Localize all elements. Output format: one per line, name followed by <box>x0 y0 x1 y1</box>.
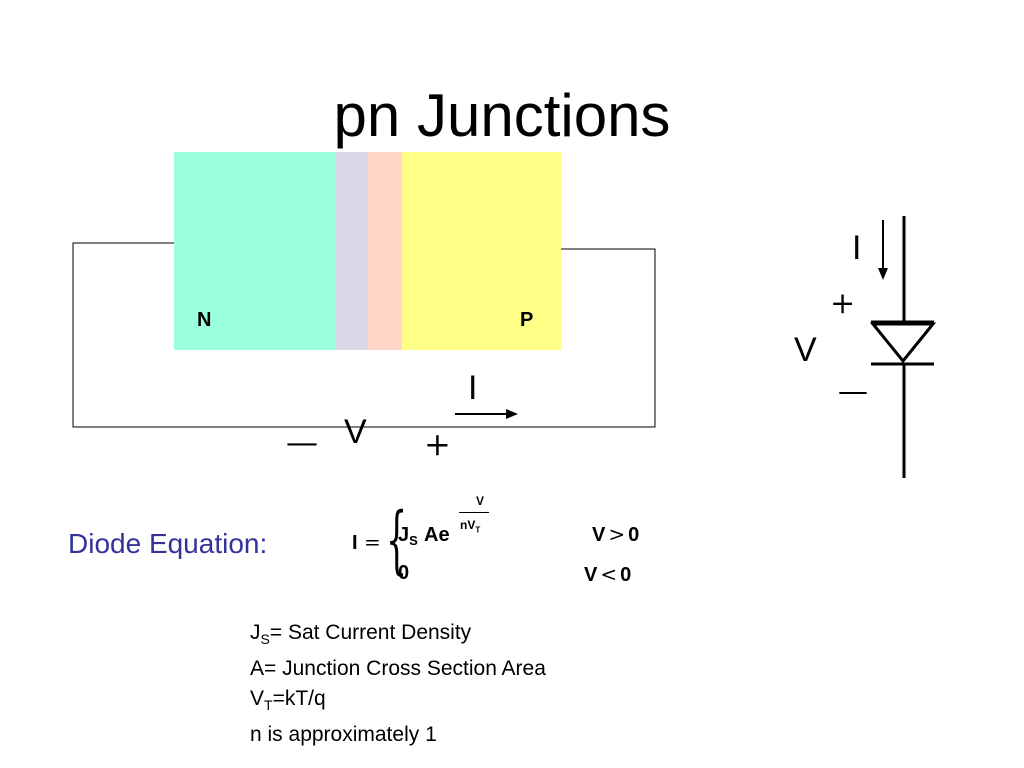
equation-exponent-denominator: nVT <box>460 518 480 534</box>
circuit-current-label: I <box>468 369 478 407</box>
equation-js-sub: S <box>409 533 418 548</box>
note-vt: VT=kT/q <box>250 684 546 720</box>
n-region <box>174 152 336 350</box>
equation-zero-case: 0 <box>398 562 410 584</box>
cond2-op: < <box>600 562 618 586</box>
diode-triangle <box>869 322 937 364</box>
p-depletion-region <box>368 152 402 350</box>
diode-minus-sign: — <box>838 374 868 409</box>
circuit-minus-sign: — <box>286 423 318 461</box>
cond1-var: V <box>592 524 606 546</box>
cond1-val: 0 <box>628 524 640 546</box>
equation-condition-forward: V>0 <box>592 522 639 547</box>
equation-js-main: J <box>398 524 410 546</box>
diode-current-arrowhead <box>878 268 888 280</box>
diode-plus-sign: + <box>830 286 856 321</box>
diode-current-label: I <box>852 229 862 267</box>
cond2-var: V <box>584 564 598 586</box>
note-js-rest: = Sat Current Density <box>269 621 472 644</box>
cond2-val: 0 <box>620 564 632 586</box>
equation-condition-reverse: V<0 <box>584 562 631 587</box>
note-js-sub: S <box>260 631 270 648</box>
circuit-plus-sign: + <box>424 425 451 463</box>
note-js-main: J <box>250 621 261 644</box>
circuit-voltage-label: V <box>344 413 367 451</box>
n-region-label: N <box>197 309 212 331</box>
equation-fraction-line <box>459 512 489 513</box>
equation-brace: { <box>386 497 408 583</box>
diode-voltage-label: V <box>794 331 817 369</box>
equation-equals: = <box>364 530 381 554</box>
diode-equation-label: Diode Equation: <box>68 528 268 559</box>
n-depletion-region <box>336 152 368 350</box>
note-vt-main: V <box>250 687 265 711</box>
note-vt-sub: T <box>264 697 273 714</box>
equation-js: JS <box>398 524 418 548</box>
definitions-list: JS= Sat Current Density A= Junction Cros… <box>250 618 546 750</box>
equation-exponent-den-sub: T <box>475 525 481 535</box>
equation-ae: Ae <box>424 524 450 546</box>
p-region <box>402 152 561 350</box>
equation-lhs: I <box>352 532 358 554</box>
cond1-op: > <box>608 522 626 546</box>
equation-exponent-den-main: nV <box>460 518 476 532</box>
p-region-label: P <box>520 309 534 331</box>
note-vt-rest: =kT/q <box>272 687 326 711</box>
note-js: JS= Sat Current Density <box>250 618 546 654</box>
circuit-current-arrowhead <box>506 409 518 419</box>
equation-exponent-numerator: V <box>475 494 484 508</box>
note-area: A= Junction Cross Section Area <box>250 657 546 681</box>
note-n: n is approximately 1 <box>250 723 437 747</box>
page-title: pn Junctions <box>333 82 671 149</box>
circuit-loop-wire <box>72 242 656 428</box>
